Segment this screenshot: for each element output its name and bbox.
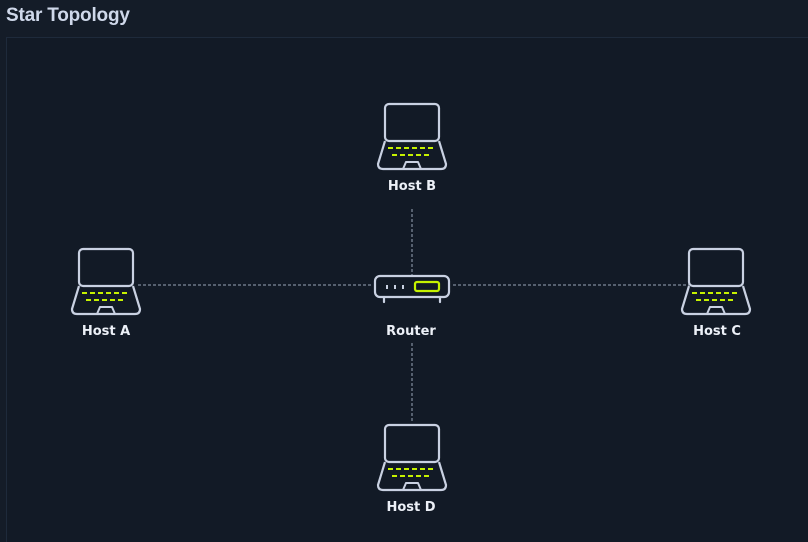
router-label: Router: [386, 324, 436, 339]
router-icon[interactable]: [373, 274, 451, 304]
host-b-label: Host B: [387, 179, 437, 194]
topology-diagram: [70, 102, 752, 492]
host-a-label: Host A: [81, 324, 131, 339]
page-title: Star Topology: [6, 5, 130, 26]
links: [138, 209, 689, 421]
host-b-laptop-icon[interactable]: [376, 102, 448, 171]
host-c-laptop-icon[interactable]: [680, 247, 752, 316]
diagram-canvas: Host B Host A Router Host C Host D: [6, 37, 808, 542]
host-a-laptop-icon[interactable]: [70, 247, 142, 316]
host-c-label: Host C: [693, 324, 741, 339]
host-d-laptop-icon[interactable]: [376, 423, 448, 492]
host-d-label: Host D: [386, 500, 436, 515]
